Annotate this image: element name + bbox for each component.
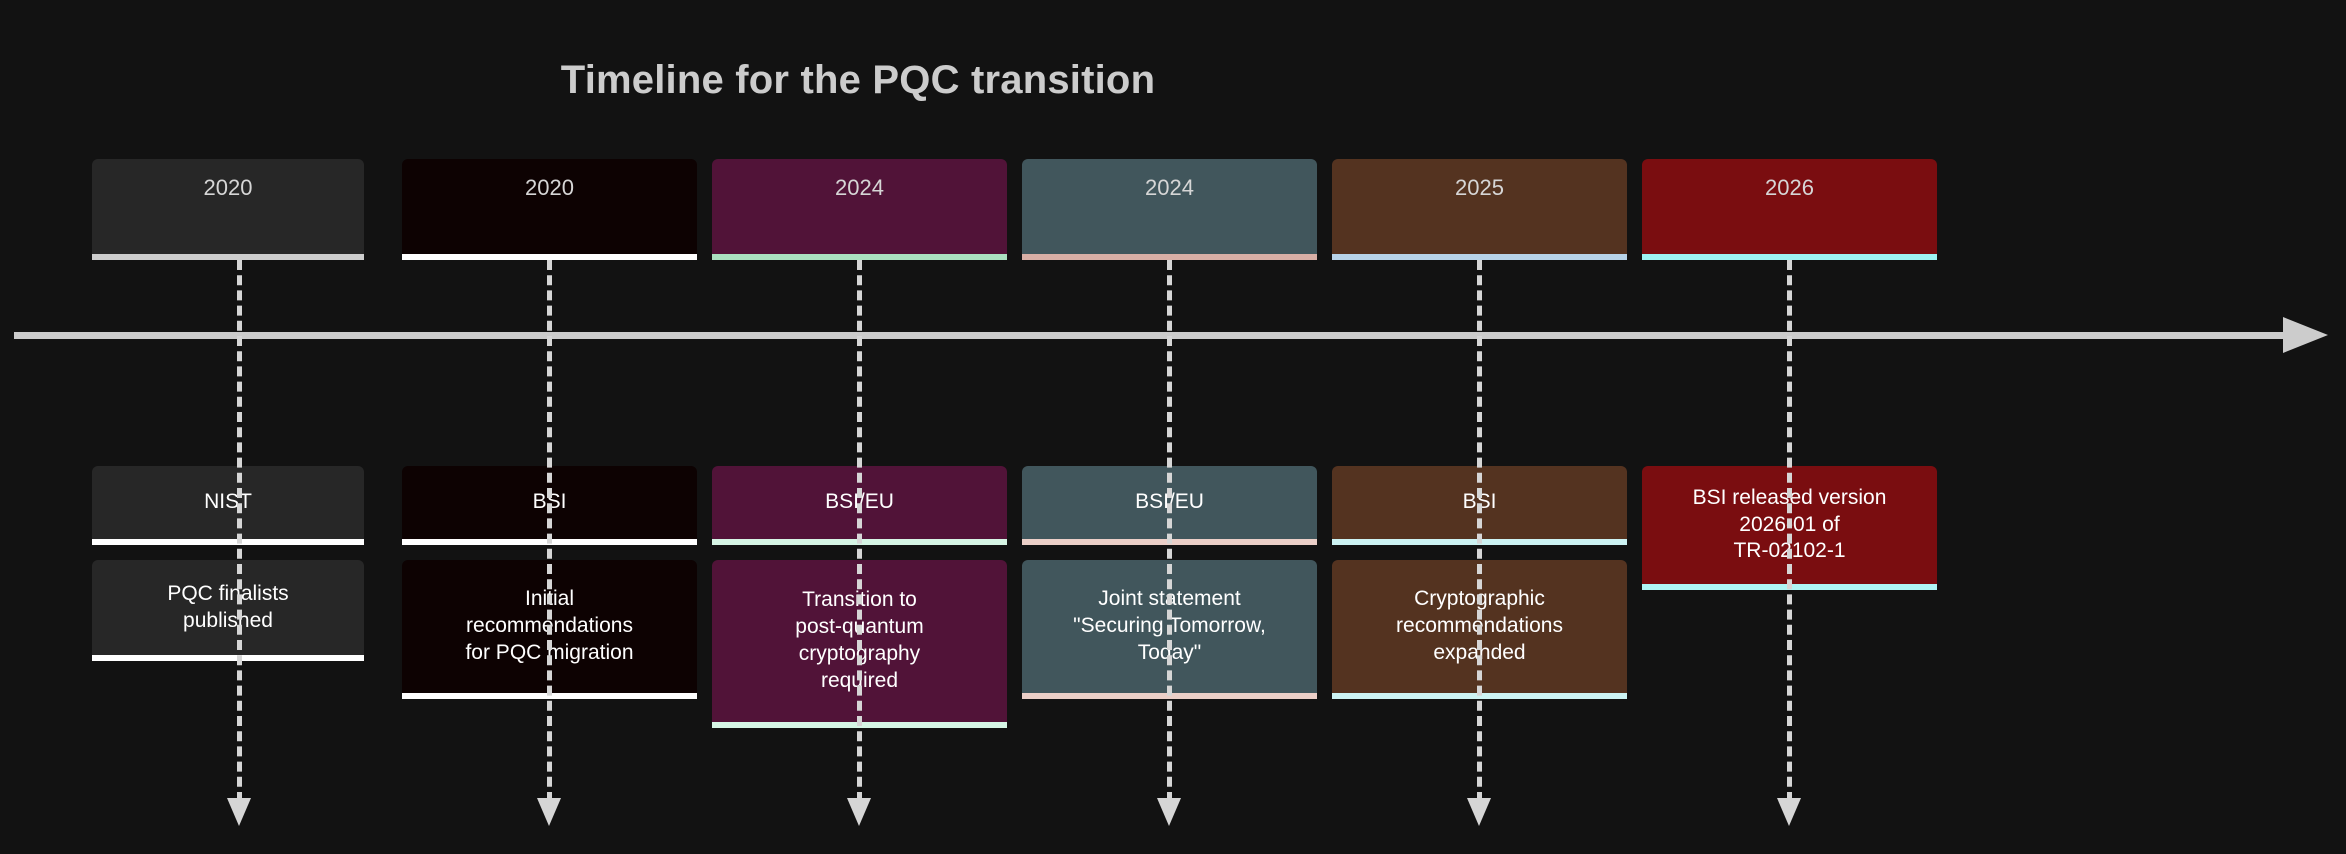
page-title: Timeline for the PQC transition — [560, 58, 1156, 102]
connector-arrow-icon — [1777, 798, 1801, 826]
period-underline — [712, 254, 1007, 260]
connector-arrow-icon — [1157, 798, 1181, 826]
connector-arrow-icon — [1467, 798, 1491, 826]
timeline-arrow-icon — [2283, 317, 2328, 353]
connector-arrow-icon — [537, 798, 561, 826]
event-title-underline — [92, 539, 364, 545]
connector-dashed-line — [857, 260, 862, 802]
period-box[interactable]: 2020 — [402, 159, 697, 254]
period-box[interactable]: 2024 — [1022, 159, 1317, 254]
connector-dashed-line — [1787, 260, 1792, 802]
period-box[interactable]: 2025 — [1332, 159, 1627, 254]
connector-arrow-icon — [227, 798, 251, 826]
connector-dashed-line — [547, 260, 552, 802]
period-box[interactable]: 2020 — [92, 159, 364, 254]
event-description-underline — [92, 655, 364, 661]
timeline-axis-line — [14, 332, 2299, 339]
period-underline — [1332, 254, 1627, 260]
connector-dashed-line — [1477, 260, 1482, 802]
event-box[interactable]: BSI released version 2026-01 of TR-02102… — [1642, 466, 1937, 584]
period-box[interactable]: 2024 — [712, 159, 1007, 254]
event-title-box[interactable]: NIST — [92, 466, 364, 539]
period-underline — [1022, 254, 1317, 260]
connector-dashed-line — [1167, 260, 1172, 802]
period-underline — [1642, 254, 1937, 260]
connector-arrow-icon — [847, 798, 871, 826]
period-underline — [92, 254, 364, 260]
connector-dashed-line — [237, 260, 242, 802]
event-description-box[interactable]: PQC finalists published — [92, 560, 364, 655]
period-underline — [402, 254, 697, 260]
period-box[interactable]: 2026 — [1642, 159, 1937, 254]
